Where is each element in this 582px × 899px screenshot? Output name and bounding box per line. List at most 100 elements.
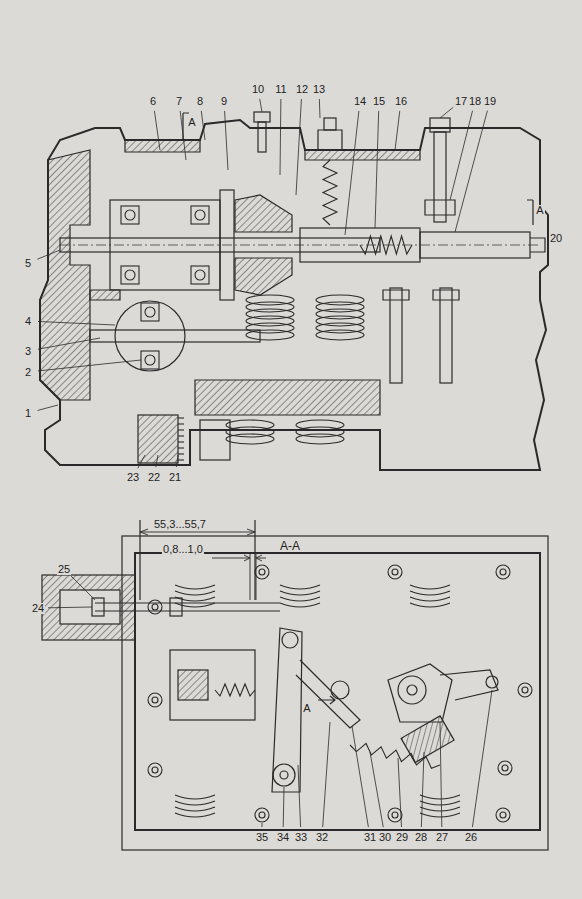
callout-number: 18 [468, 96, 482, 107]
gear-tooth [178, 435, 184, 436]
bolt-hole [522, 687, 528, 693]
leader-line [176, 455, 178, 467]
spring-coil [175, 801, 215, 805]
callout-number: 31 [363, 832, 377, 843]
leader-line [180, 111, 186, 160]
leader-lines [37, 99, 492, 827]
spring-coil [226, 434, 274, 444]
leader-line [421, 752, 424, 827]
leader-line [262, 823, 263, 827]
gear-tooth [178, 459, 184, 460]
callout-number: 9 [220, 96, 228, 107]
bolt-head [148, 600, 162, 614]
callout-number: 32 [315, 832, 329, 843]
spring-coil [175, 585, 215, 589]
bolt-hole [152, 697, 158, 703]
bearing [191, 206, 209, 224]
bolt-hole [502, 765, 508, 771]
callout-number: 13 [312, 84, 326, 95]
spring-coil [175, 807, 215, 811]
spring-coil [246, 330, 294, 340]
leader-line [345, 111, 359, 235]
spring-coil [175, 591, 215, 595]
spring-coil [420, 807, 460, 811]
spring [360, 236, 412, 254]
leader-line [472, 690, 492, 827]
bolt-hole [392, 569, 398, 575]
section-mark: А [302, 703, 311, 714]
bearing-ball [145, 355, 155, 365]
spring-coil [175, 597, 215, 601]
leader-line [37, 250, 60, 259]
leader-line [398, 758, 401, 827]
leader-line [38, 360, 141, 371]
leader-line [395, 111, 400, 150]
callout-number: 25 [57, 564, 71, 575]
bolt-hole [500, 569, 506, 575]
spring-coil [175, 603, 215, 607]
callout-number: 10 [251, 84, 265, 95]
leader-line [455, 111, 487, 232]
section-title: А-А [279, 540, 301, 552]
leader-line [283, 787, 285, 827]
repeated-details [121, 160, 532, 822]
leader-line [370, 752, 383, 827]
leader-line [38, 338, 100, 349]
bolt-head [255, 808, 269, 822]
spring-coil [410, 591, 450, 595]
bearing-ball [125, 210, 135, 220]
leader-line [201, 111, 205, 140]
bolt-hole [259, 569, 265, 575]
callout-number: 15 [372, 96, 386, 107]
callout-number: 7 [175, 96, 183, 107]
callout-number: 3 [24, 346, 32, 357]
callout-number: 14 [353, 96, 367, 107]
leader-line [298, 765, 301, 827]
bolt-hole [500, 812, 506, 818]
gear-tooth [178, 429, 184, 430]
section-mark: А [535, 205, 544, 216]
callout-number: 6 [149, 96, 157, 107]
callout-number: 21 [168, 472, 182, 483]
callout-number: 16 [394, 96, 408, 107]
spring-coil [296, 434, 344, 444]
top-section-view [40, 112, 548, 470]
bolt-head [148, 693, 162, 707]
spring-coil [175, 813, 215, 817]
bearing-ball [195, 210, 205, 220]
spring-coil [410, 603, 450, 607]
spring-coil [316, 330, 364, 340]
bearing [141, 303, 159, 321]
leader-line [296, 99, 301, 195]
spring-coil [410, 597, 450, 601]
gear-tooth [178, 441, 184, 442]
callout-number: 28 [414, 832, 428, 843]
leader-line [280, 99, 282, 175]
callout-number: 1 [24, 408, 32, 419]
bearing [141, 351, 159, 369]
bolt-head [496, 565, 510, 579]
spring-coil [420, 795, 460, 799]
callout-number: 34 [276, 832, 290, 843]
callout-number: 22 [147, 472, 161, 483]
bolt-hole [152, 767, 158, 773]
leader-line [38, 405, 58, 410]
spring-coil [420, 813, 460, 817]
spring-coil [420, 801, 460, 805]
leader-line [440, 722, 442, 827]
section-a-a-view [42, 520, 548, 850]
spring-coil [280, 603, 320, 607]
bolt-head [255, 565, 269, 579]
bearing [191, 266, 209, 284]
dimension-text: 0,8...1,0 [162, 544, 204, 555]
callout-number: 11 [274, 84, 287, 95]
leader-line [260, 99, 262, 112]
bolt-hole [152, 604, 158, 610]
bearing-ball [145, 307, 155, 317]
bearing-ball [125, 270, 135, 280]
leader-line [450, 111, 473, 200]
gear-tooth [178, 423, 184, 424]
callout-number: 20 [549, 233, 563, 244]
leader-line [352, 726, 368, 827]
